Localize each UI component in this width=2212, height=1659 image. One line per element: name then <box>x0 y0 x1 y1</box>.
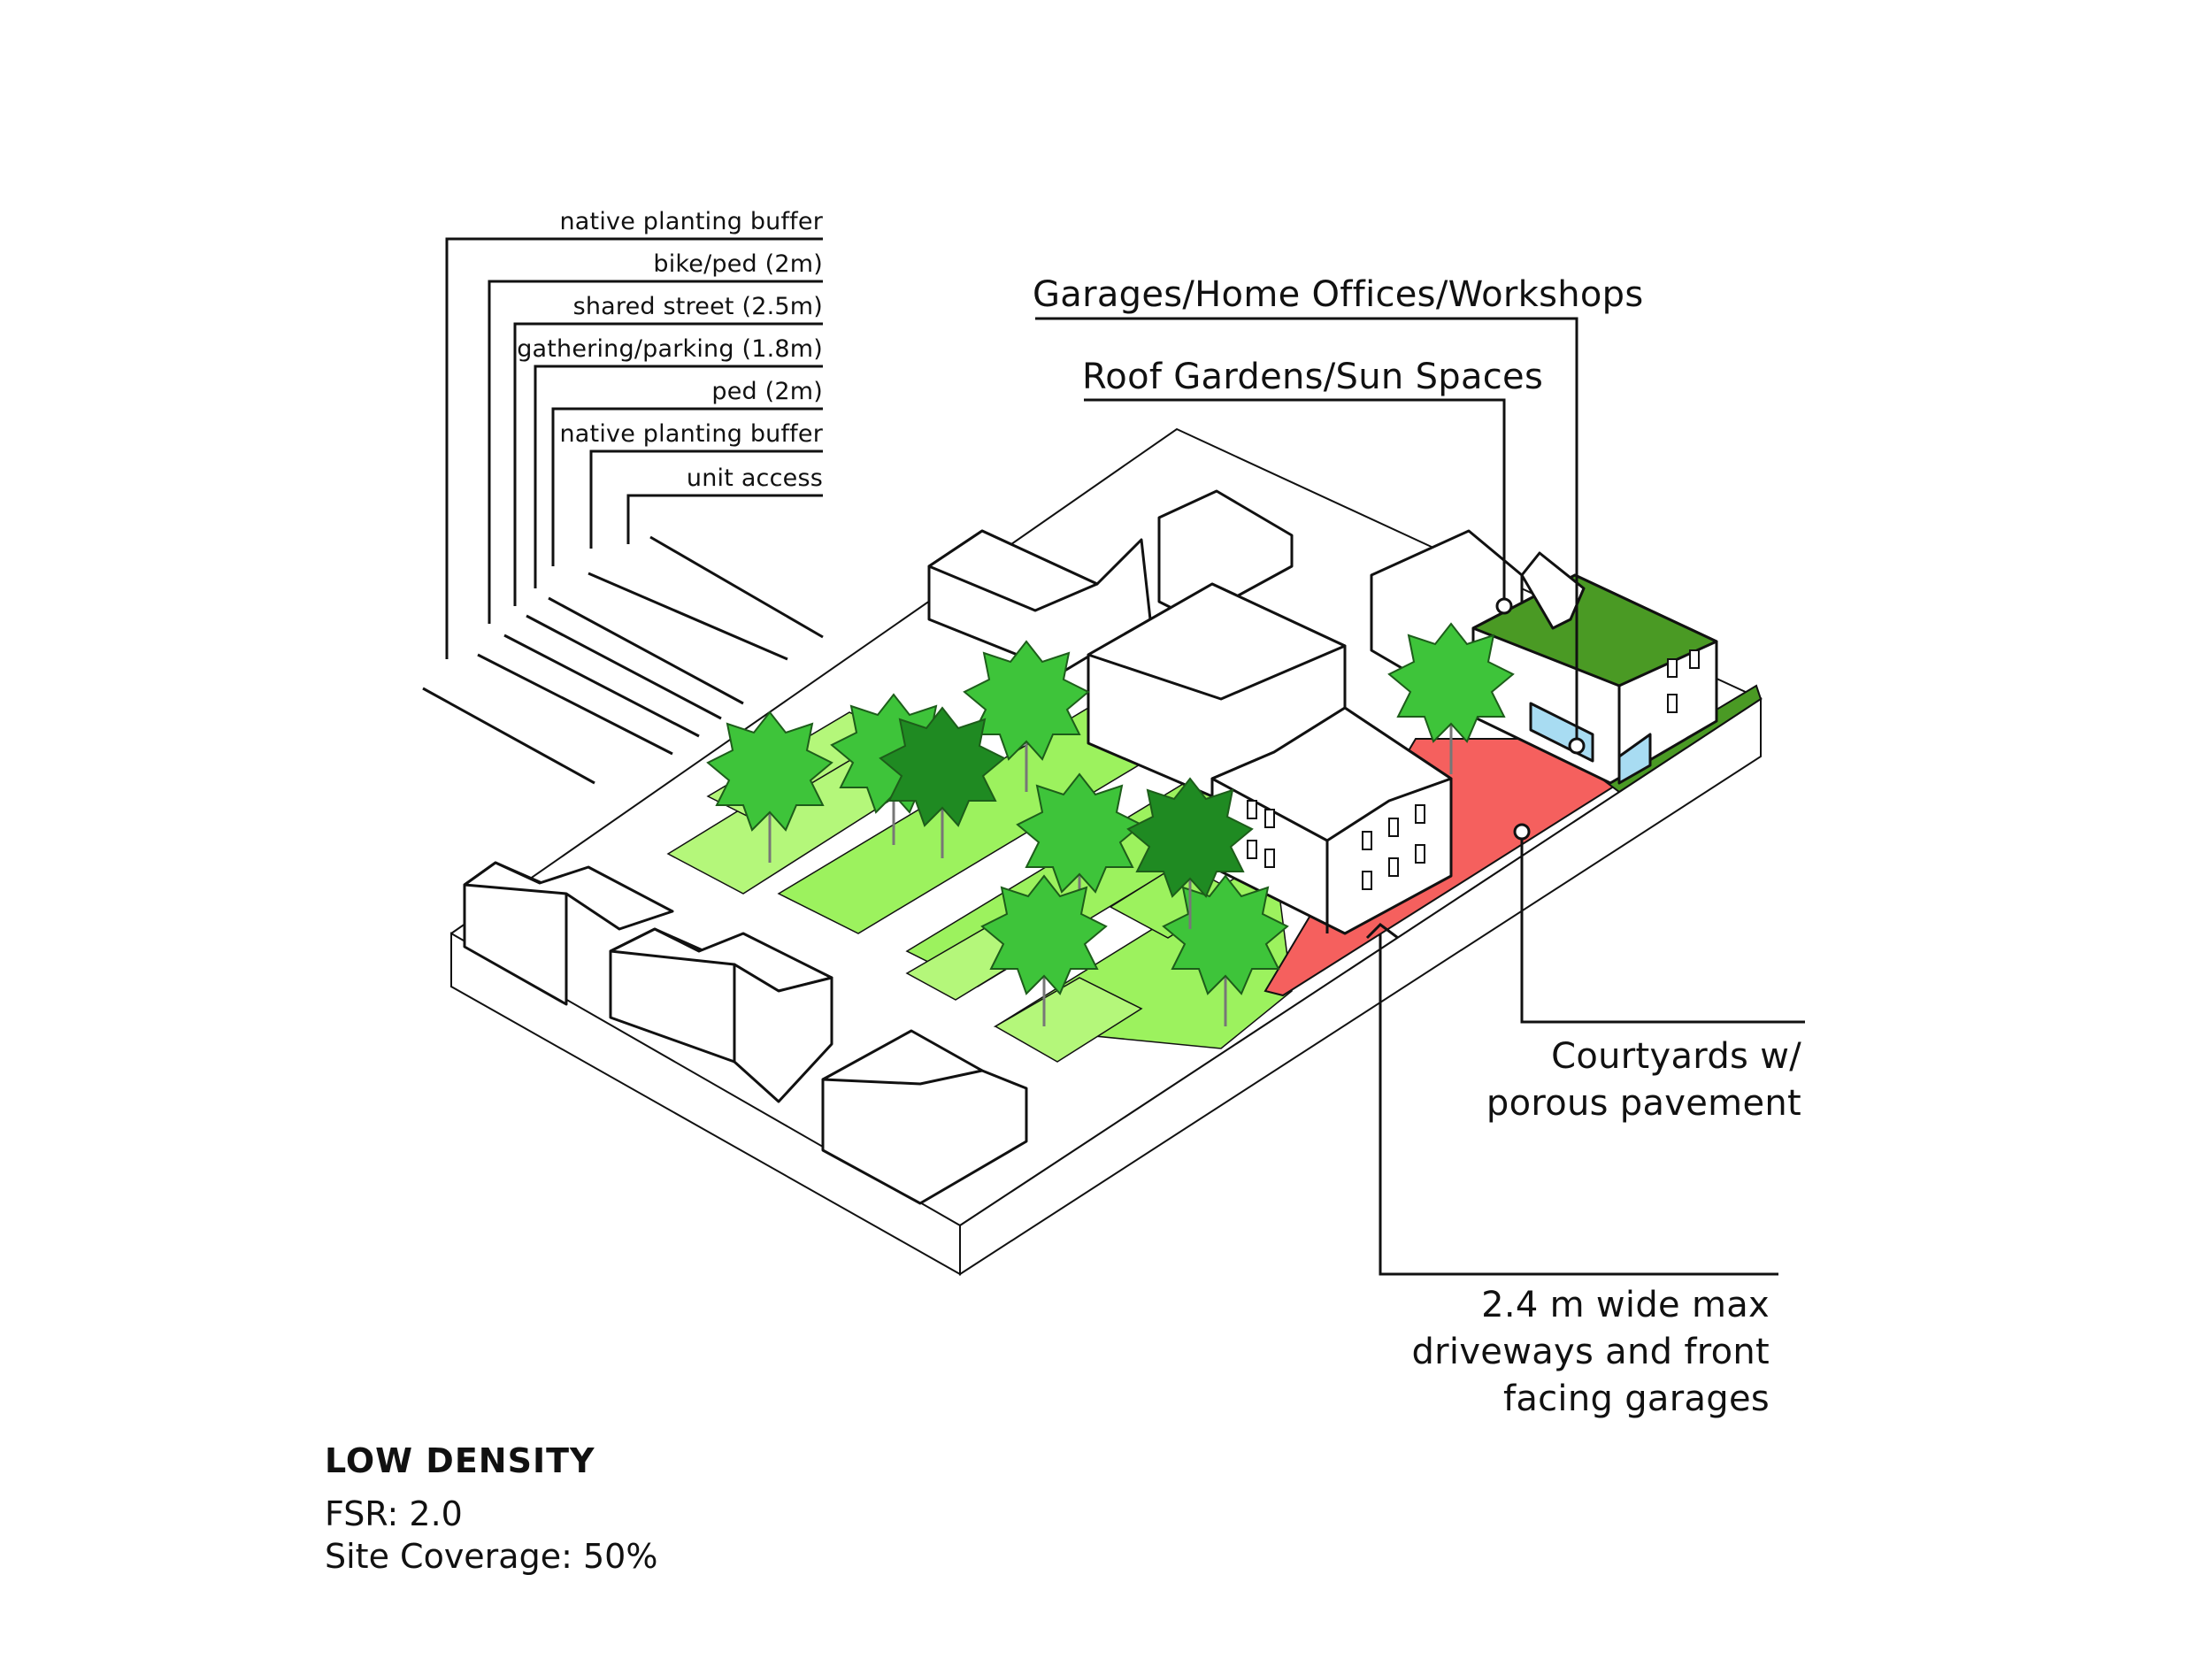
section-label-gathering-parking: gathering/parking (1.8m) <box>517 335 823 363</box>
fsr-value: FSR: 2.0 <box>325 1494 463 1533</box>
section-label-ped: ped (2m) <box>711 378 823 405</box>
houses <box>463 489 1718 1205</box>
density-title: LOW DENSITY <box>325 1441 595 1480</box>
callout-courtyards: Courtyards w/ porous pavement <box>1486 1033 1801 1127</box>
callout-driveways-line1: 2.4 m wide max <box>1481 1285 1770 1325</box>
section-label-unit-access: unit access <box>686 465 823 492</box>
site-coverage-value: Site Coverage: 50% <box>325 1537 658 1576</box>
callout-leader-lines <box>1035 317 1805 1276</box>
section-label-native-planting-buffer-2: native planting buffer <box>559 420 823 448</box>
callout-driveways: 2.4 m wide max driveways and front facin… <box>1411 1282 1770 1423</box>
windows <box>1247 649 1700 890</box>
callout-garages: Garages/Home Offices/Workshops <box>1033 274 1644 315</box>
section-label-native-planting-buffer: native planting buffer <box>559 208 823 235</box>
callout-roof-gardens: Roof Gardens/Sun Spaces <box>1082 357 1544 397</box>
callout-driveways-line2: driveways and front <box>1411 1332 1770 1372</box>
section-leader-lines <box>422 237 824 785</box>
callout-courtyards-line2: porous pavement <box>1486 1083 1801 1124</box>
callout-driveways-line3: facing garages <box>1502 1379 1770 1419</box>
section-label-bike-ped: bike/ped (2m) <box>653 250 823 278</box>
section-label-shared-street: shared street (2.5m) <box>572 293 823 320</box>
callout-courtyards-line1: Courtyards w/ <box>1551 1036 1801 1077</box>
